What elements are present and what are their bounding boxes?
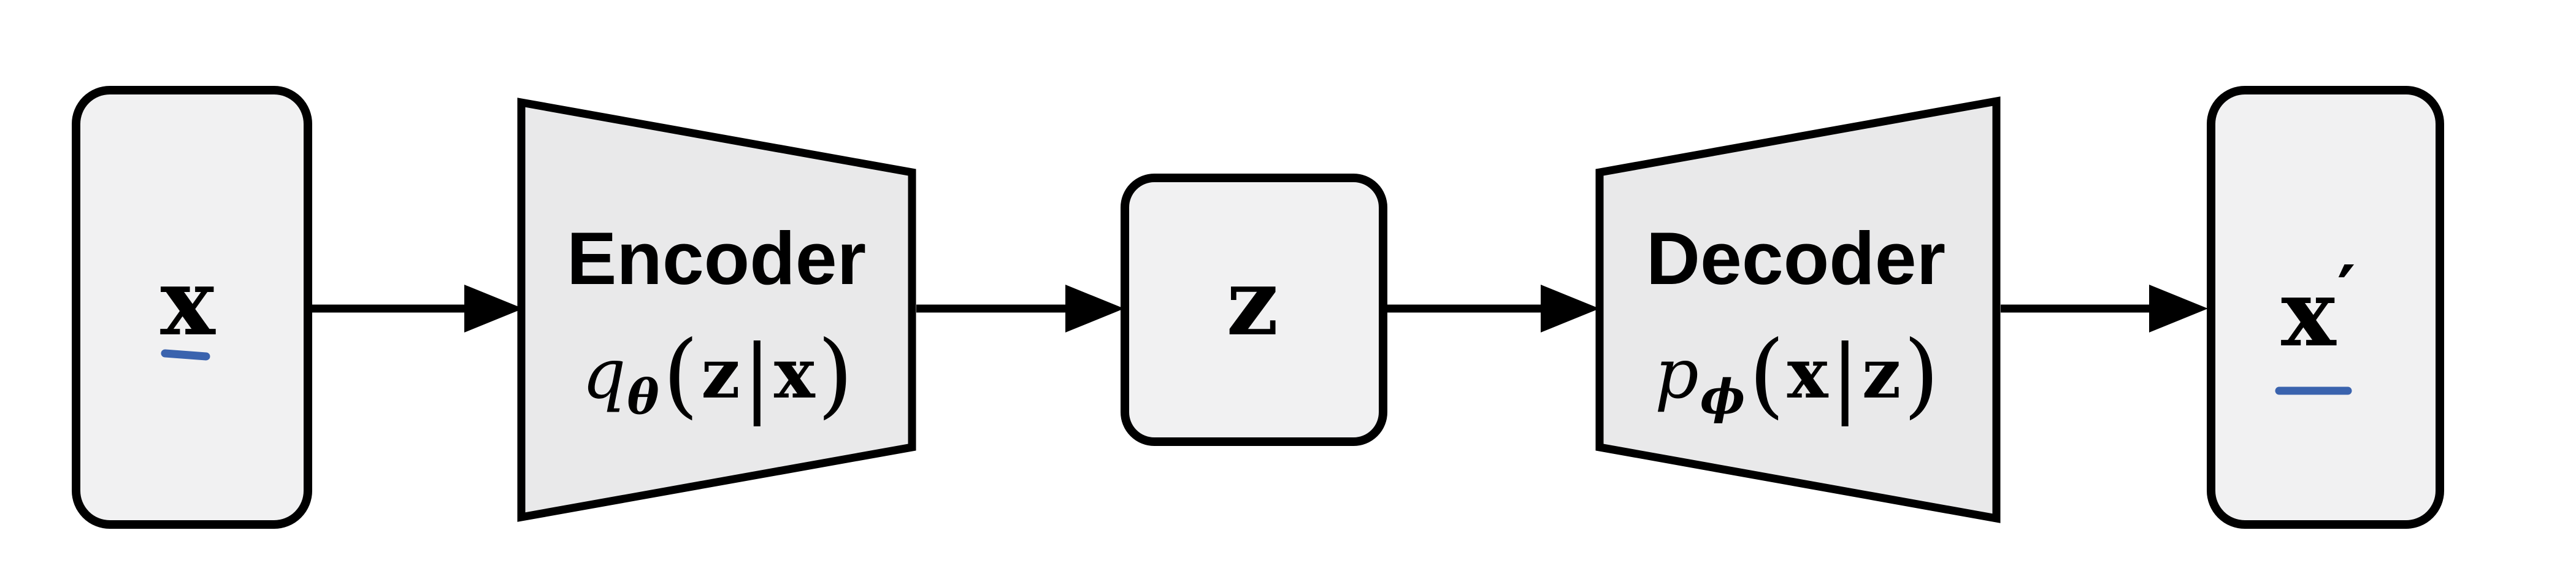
- encoder-formula-bar: |: [743, 327, 772, 427]
- encoder-trapezoid: [517, 98, 916, 522]
- output-box: [2207, 86, 2444, 529]
- input-label: x: [160, 248, 216, 356]
- decoder-formula-func: p: [1655, 334, 1699, 414]
- output-label-prime: ′: [2337, 250, 2356, 333]
- encoder-formula-arg1: z: [701, 334, 740, 414]
- encoder-formula-sub: θ: [627, 369, 659, 425]
- input-box: [72, 86, 312, 529]
- decoder-trapezoid: [1595, 96, 2001, 523]
- decoder-formula: pϕ(x|z): [1655, 321, 1939, 428]
- decoder-formula-arg2: z: [1862, 334, 1901, 414]
- arrow-head-icon: [2149, 285, 2208, 332]
- latent-box: [1121, 174, 1387, 446]
- encoder-formula-close-paren: ): [818, 321, 854, 428]
- encoder-formula-func: q: [582, 334, 626, 414]
- output-label-x: x: [2281, 259, 2337, 367]
- latent-label: z: [1226, 248, 1278, 356]
- arrow-head-icon: [1541, 285, 1600, 332]
- input-blue-underline: [161, 349, 210, 361]
- decoder-formula-close-paren: ): [1903, 321, 1939, 428]
- decoder-title: Decoder: [1646, 217, 1945, 300]
- output-label: x′: [2281, 250, 2356, 367]
- arrow-head-icon: [1065, 285, 1124, 332]
- arrow-latent-to-decoder: [1387, 285, 1600, 332]
- arrow-encoder-to-latent: [916, 285, 1124, 332]
- arrow-head-icon: [464, 285, 523, 332]
- encoder-formula-open-paren: (: [663, 321, 699, 428]
- arrow-input-to-encoder: [312, 285, 523, 332]
- encoder-formula-arg2: x: [774, 334, 816, 414]
- arrow-decoder-to-output: [2001, 285, 2208, 332]
- encoder-formula: qθ(z|x): [582, 321, 853, 428]
- decoder-formula-sub: ϕ: [1700, 369, 1745, 425]
- decoder-formula-bar: |: [1831, 327, 1860, 427]
- decoder-formula-arg1: x: [1787, 334, 1829, 414]
- decoder-formula-open-paren: (: [1749, 321, 1785, 428]
- encoder-title: Encoder: [567, 217, 866, 300]
